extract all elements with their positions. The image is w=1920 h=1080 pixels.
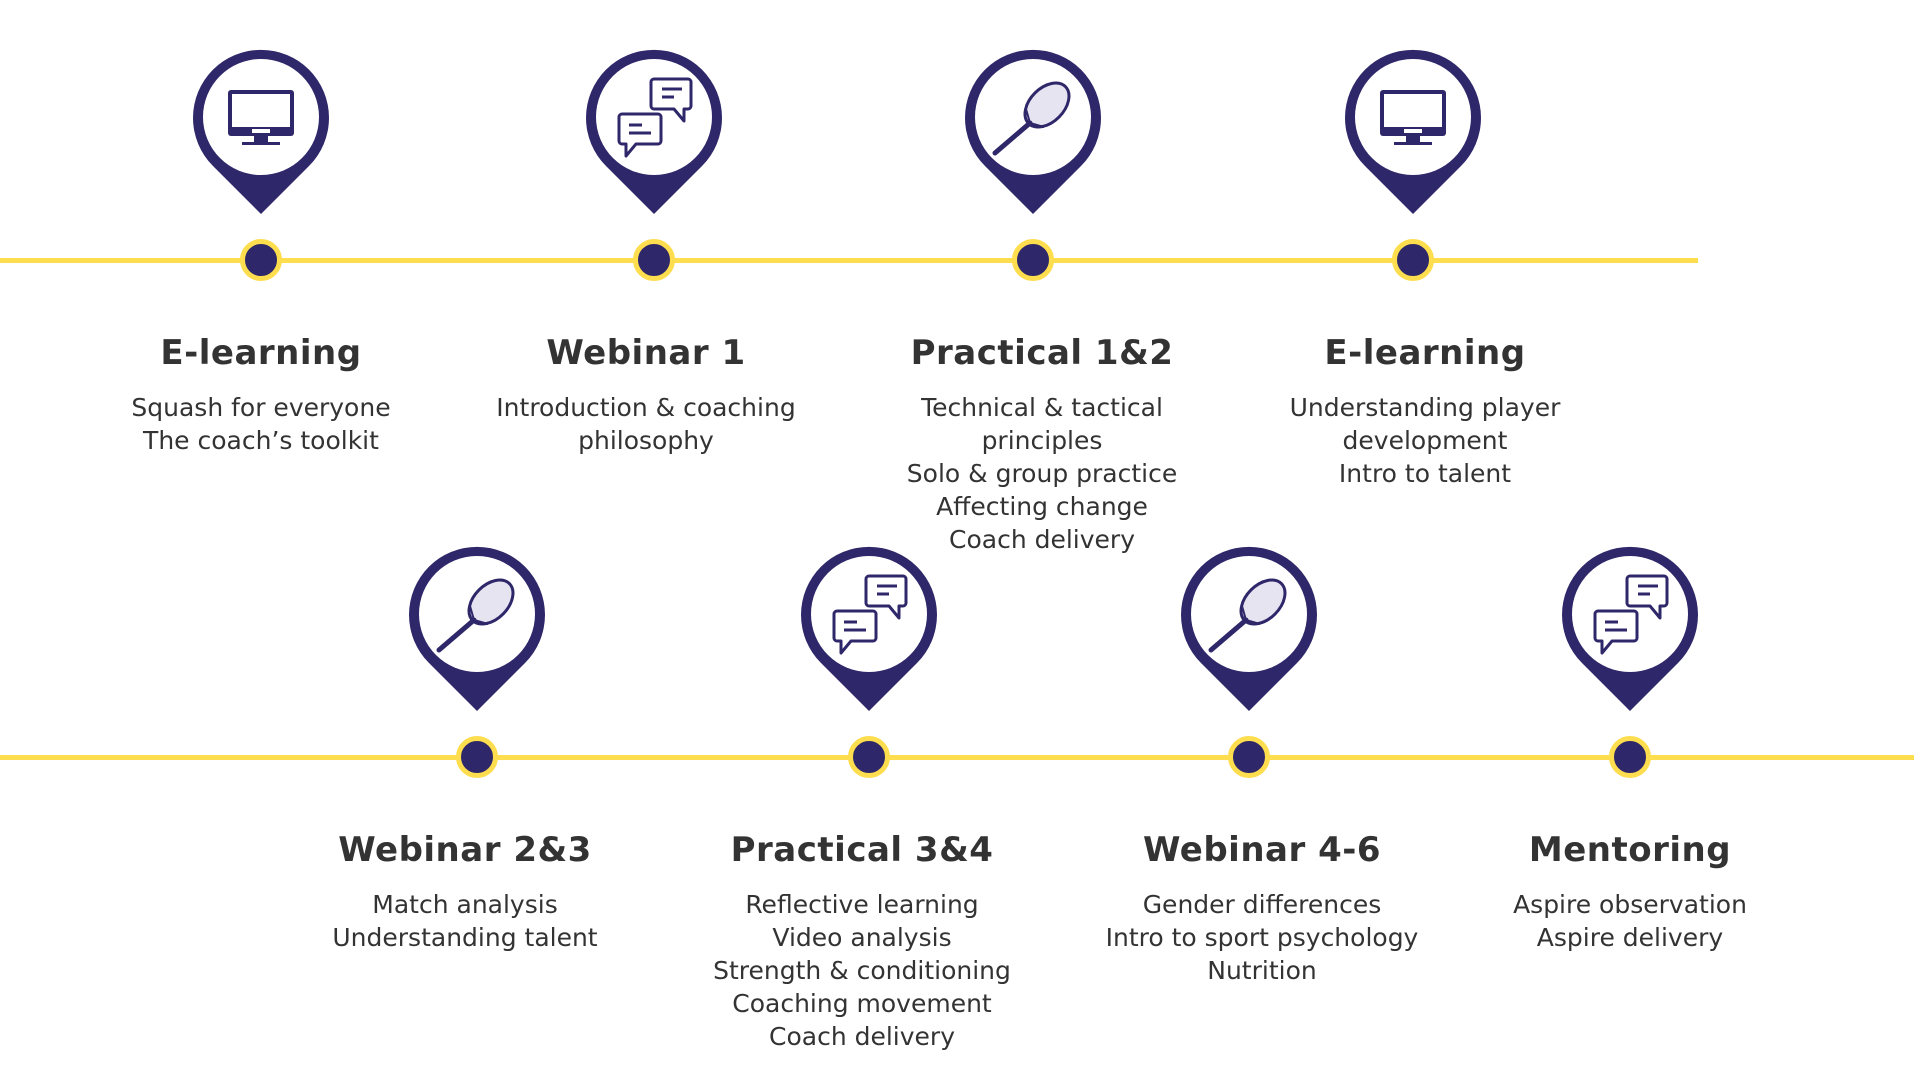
stage-topic: Understanding talent bbox=[332, 923, 598, 952]
stage-topic: Match analysis bbox=[372, 890, 558, 919]
stage-title: E-learning bbox=[160, 333, 362, 373]
stage-topic: Understanding player bbox=[1289, 393, 1561, 422]
stage-title: Practical 1&2 bbox=[910, 333, 1174, 373]
stage-topic: Introduction & coaching bbox=[496, 393, 796, 422]
stage-topic: Coach delivery bbox=[949, 525, 1135, 554]
stage-topic: Technical & tactical bbox=[921, 393, 1163, 422]
timeline-marker bbox=[1228, 736, 1270, 778]
stage-topic: philosophy bbox=[578, 426, 714, 455]
chat-pin-icon bbox=[1560, 544, 1700, 714]
stage-topic: Coaching movement bbox=[732, 989, 992, 1018]
timeline-marker bbox=[1392, 239, 1434, 281]
stage-topic: Aspire observation bbox=[1513, 890, 1747, 919]
stage-topic: development bbox=[1342, 426, 1508, 455]
timeline-marker bbox=[848, 736, 890, 778]
stage-title: Webinar 4-6 bbox=[1142, 830, 1382, 870]
stage-topic: Nutrition bbox=[1207, 956, 1317, 985]
racket-pin-icon bbox=[407, 544, 547, 714]
timeline-marker bbox=[240, 239, 282, 281]
stage-title: Webinar 2&3 bbox=[338, 830, 592, 870]
timeline-marker bbox=[456, 736, 498, 778]
monitor-pin-icon bbox=[1343, 47, 1483, 217]
stage-topic: Squash for everyone bbox=[131, 393, 391, 422]
stage-title: Practical 3&4 bbox=[730, 830, 994, 870]
stage-topic: Solo & group practice bbox=[906, 459, 1178, 488]
stage-topic: Video analysis bbox=[772, 923, 952, 952]
stage-topic: Strength & conditioning bbox=[713, 956, 1011, 985]
stage-title: Mentoring bbox=[1528, 830, 1732, 870]
stage-topic: The coach’s toolkit bbox=[143, 426, 379, 455]
stage-topic: Reflective learning bbox=[745, 890, 979, 919]
timeline-line-2 bbox=[0, 755, 1914, 760]
stage-topic: Coach delivery bbox=[769, 1022, 955, 1051]
timeline-marker bbox=[1012, 239, 1054, 281]
timeline-marker bbox=[633, 239, 675, 281]
chat-pin-icon bbox=[799, 544, 939, 714]
stage-topic: Affecting change bbox=[936, 492, 1148, 521]
racket-pin-icon bbox=[1179, 544, 1319, 714]
chat-pin-icon bbox=[584, 47, 724, 217]
timeline-line-1 bbox=[0, 258, 1698, 263]
stage-topic: Intro to sport psychology bbox=[1105, 923, 1419, 952]
stage-topic: principles bbox=[981, 426, 1103, 455]
stage-title: E-learning bbox=[1324, 333, 1526, 373]
racket-pin-icon bbox=[963, 47, 1103, 217]
stage-topic: Aspire delivery bbox=[1536, 923, 1724, 952]
timeline-marker bbox=[1609, 736, 1651, 778]
stage-topic: Gender differences bbox=[1142, 890, 1382, 919]
stage-title: Webinar 1 bbox=[546, 333, 746, 373]
stage-description: Introduction & coaching philosophy bbox=[466, 391, 826, 457]
stage-topic: Intro to talent bbox=[1338, 459, 1512, 488]
timeline-stage: Webinar 1 Introduction & coaching philosop… bbox=[466, 333, 826, 457]
monitor-pin-icon bbox=[191, 47, 331, 217]
